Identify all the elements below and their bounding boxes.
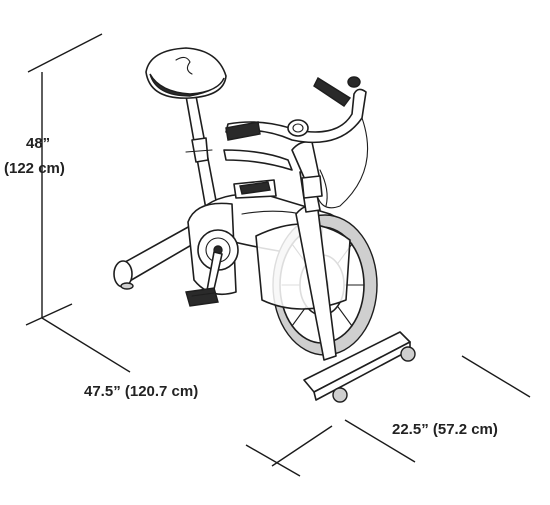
exercise-bike-illustration	[113, 47, 416, 403]
height-inches-label: 48”	[26, 135, 50, 152]
console	[287, 119, 309, 137]
width-dimension-line	[344, 355, 531, 463]
crank-assembly	[197, 229, 239, 299]
height-cm-label: (122 cm)	[4, 160, 65, 177]
length-label: 47.5” (120.7 cm)	[84, 383, 198, 400]
saddle	[145, 47, 227, 99]
front-stabilizer	[303, 331, 416, 403]
handlebar-stem	[291, 140, 323, 199]
brake-cable	[317, 117, 369, 209]
handlebars	[223, 76, 367, 171]
width-label: 22.5” (57.2 cm)	[392, 421, 498, 438]
rear-stabilizer	[113, 225, 201, 290]
pedal	[185, 287, 219, 307]
length-dimension-line	[41, 317, 333, 477]
height-dimension-line	[25, 33, 103, 326]
